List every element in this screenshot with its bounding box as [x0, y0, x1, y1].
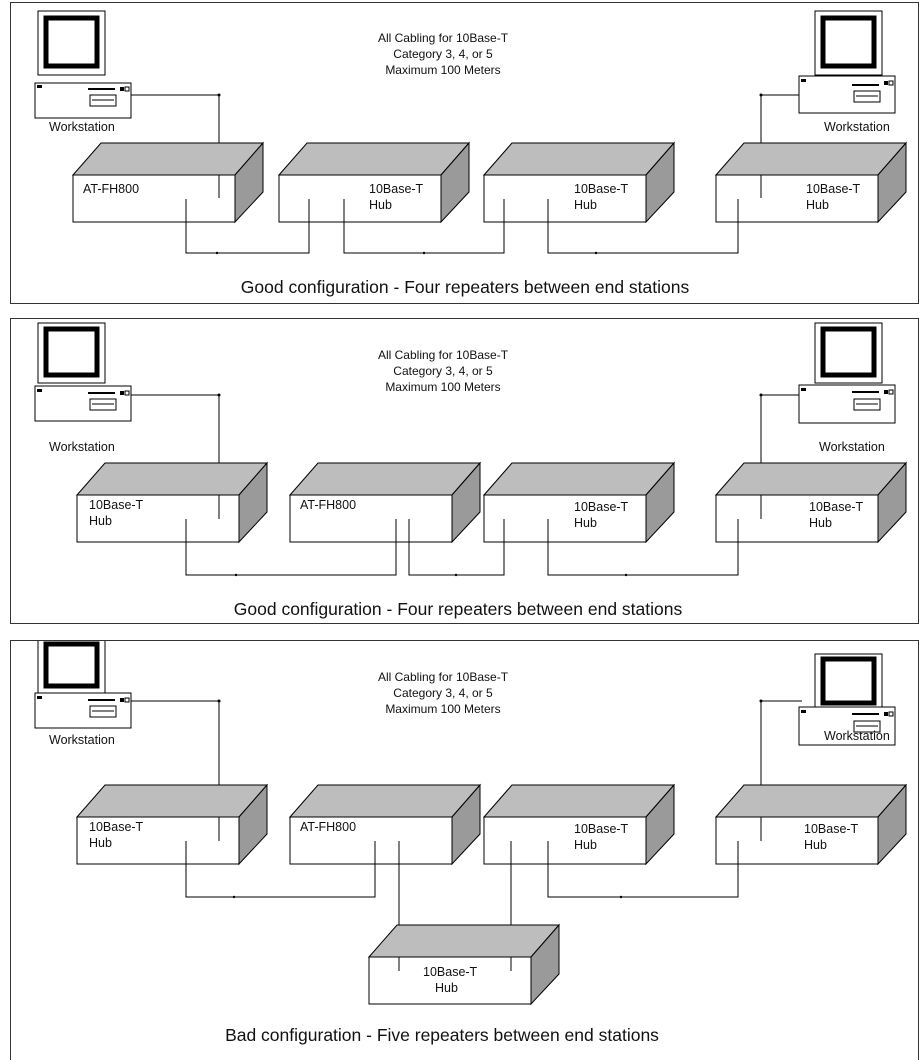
repeater-box-1: [75, 783, 269, 866]
workstation-label-left: Workstation: [49, 120, 115, 134]
device-label-4b: Hub: [806, 198, 829, 212]
cable-link-1: [185, 519, 397, 576]
cable-link-1: [185, 199, 310, 254]
repeater-box-1: [71, 141, 265, 224]
diagram-panel-good-config-1: Workstation Workstation AT-F: [10, 2, 919, 304]
device-label-1: 10Base-T: [89, 820, 144, 834]
network-diagram-1: Workstation Workstation AT-F: [34, 10, 908, 297]
device-label-4b: Hub: [809, 516, 832, 530]
device-label-4: 10Base-T: [809, 500, 864, 514]
device-label-4: 10Base-T: [804, 822, 859, 836]
workstation-label-left: Workstation: [49, 733, 115, 747]
caption: Good configuration - Four repeaters betw…: [241, 277, 690, 297]
device-label-2: 10Base-T: [369, 182, 424, 196]
device-label-3b: Hub: [574, 838, 597, 852]
workstation-icon-left: [34, 322, 132, 422]
cabling-note-line-1: All Cabling for 10Base-T: [378, 348, 509, 362]
repeater-box-3: [482, 461, 676, 544]
workstation-label-right: Workstation: [824, 120, 890, 134]
cabling-note-line-2: Category 3, 4, or 5: [393, 364, 493, 378]
caption: Good configuration - Four repeaters betw…: [234, 599, 683, 619]
device-label-5: 10Base-T: [423, 965, 478, 979]
network-diagram-2: Workstation Workstation 10Base-T Hu: [34, 322, 908, 619]
cable-link-1: [185, 841, 376, 898]
caption: Bad configuration - Five repeaters betwe…: [225, 1025, 659, 1045]
workstation-label-left: Workstation: [49, 440, 115, 454]
repeater-box-4: [714, 783, 908, 866]
workstation-icon-right: [798, 322, 896, 424]
repeater-box-3: [482, 141, 676, 224]
repeater-box-4: [714, 461, 908, 544]
repeater-box-2: [288, 783, 482, 866]
device-label-3: 10Base-T: [574, 500, 629, 514]
cabling-note-line-3: Maximum 100 Meters: [385, 63, 500, 77]
device-label-4b: Hub: [804, 838, 827, 852]
device-label-1: 10Base-T: [89, 498, 144, 512]
workstation-icon-left: [34, 10, 132, 119]
device-label-3b: Hub: [574, 516, 597, 530]
network-diagram-3: Workstation Workstation: [34, 641, 908, 1045]
repeater-box-2: [288, 461, 482, 544]
cabling-note-line-3: Maximum 100 Meters: [385, 702, 500, 716]
device-label-2: AT-FH800: [300, 498, 356, 512]
diagram-panel-bad-config: Workstation Workstation: [10, 640, 919, 1060]
repeater-box-2: [277, 141, 471, 224]
workstation-icon-right: [798, 10, 896, 114]
device-label-1b: Hub: [89, 514, 112, 528]
repeater-box-4: [714, 141, 908, 224]
workstation-icon-left: [34, 641, 132, 729]
workstation-label-right: Workstation: [824, 729, 890, 743]
workstation-icon-right: [798, 653, 896, 746]
device-label-3: 10Base-T: [574, 182, 629, 196]
cabling-note-line-3: Maximum 100 Meters: [385, 380, 500, 394]
cabling-note-line-2: Category 3, 4, or 5: [393, 686, 493, 700]
device-label-1b: Hub: [89, 836, 112, 850]
device-label-3: 10Base-T: [574, 822, 629, 836]
workstation-label-right: Workstation: [819, 440, 885, 454]
diagram-panel-good-config-2: Workstation Workstation 10Base-T Hu: [10, 318, 919, 624]
repeater-box-1: [75, 461, 269, 544]
cabling-note-line-1: All Cabling for 10Base-T: [378, 670, 509, 684]
device-label-2: AT-FH800: [300, 820, 356, 834]
device-label-3b: Hub: [574, 198, 597, 212]
device-label-4: 10Base-T: [806, 182, 861, 196]
cable-link-3: [547, 519, 739, 576]
device-label-2b: Hub: [369, 198, 392, 212]
device-label-1: AT-FH800: [83, 182, 139, 196]
device-label-5b: Hub: [435, 981, 458, 995]
cabling-note-line-2: Category 3, 4, or 5: [393, 47, 493, 61]
cable-link-3: [547, 841, 739, 898]
cabling-note-line-1: All Cabling for 10Base-T: [378, 31, 509, 45]
repeater-box-5: [367, 923, 561, 1006]
cable-link-3: [547, 199, 739, 254]
